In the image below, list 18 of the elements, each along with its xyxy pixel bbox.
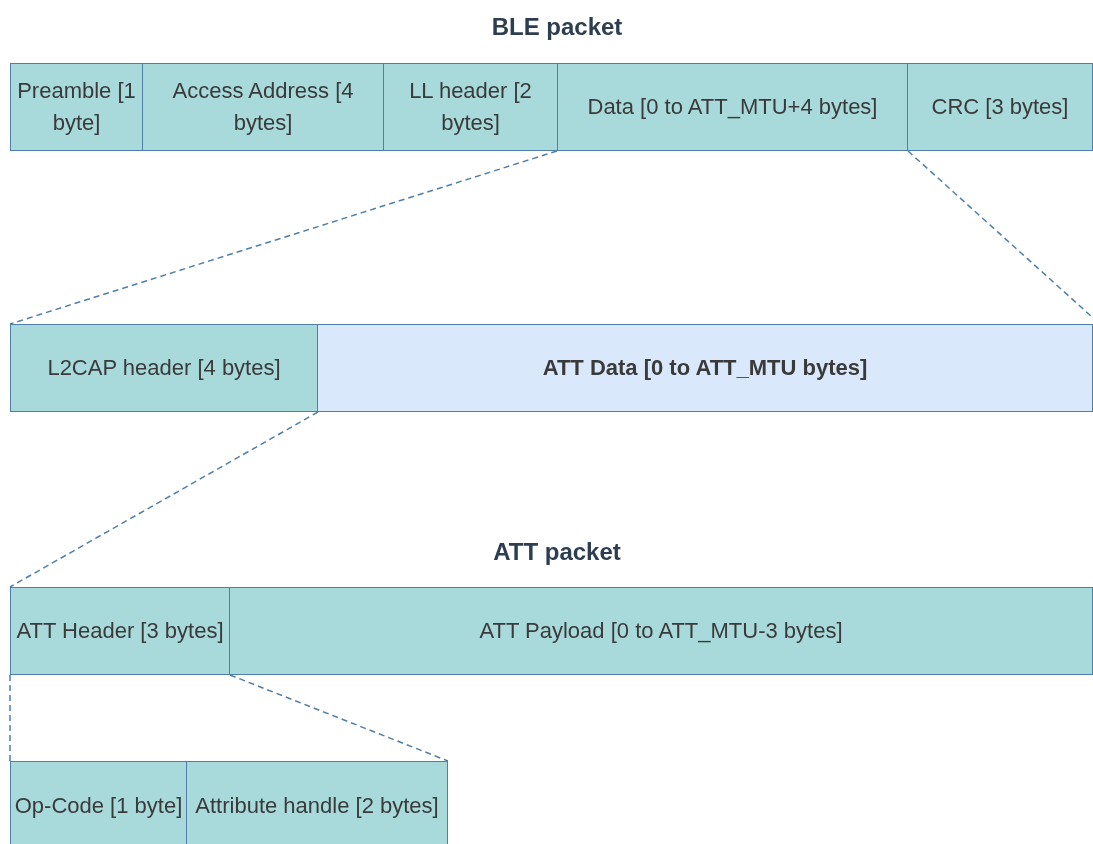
expansion-line bbox=[907, 150, 1093, 318]
expansion-line bbox=[9, 674, 11, 762]
packet-field: Op-Code [1 byte] bbox=[10, 761, 187, 844]
packet-field: Data [0 to ATT_MTU+4 bytes] bbox=[557, 63, 908, 151]
packet-field: Access Address [4 bytes] bbox=[142, 63, 384, 151]
expansion-line bbox=[9, 411, 319, 588]
packet-field: CRC [3 bytes] bbox=[907, 63, 1093, 151]
expansion-line bbox=[9, 150, 558, 325]
packet-field: L2CAP header [4 bytes] bbox=[10, 324, 318, 412]
packet-field: Preamble [1 byte] bbox=[10, 63, 143, 151]
packet-field: ATT Data [0 to ATT_MTU bytes] bbox=[317, 324, 1093, 412]
diagram-title: BLE packet bbox=[491, 13, 623, 41]
packet-field: ATT Payload [0 to ATT_MTU-3 bytes] bbox=[229, 587, 1093, 675]
expansion-line bbox=[229, 674, 449, 762]
packet-field: LL header [2 bytes] bbox=[383, 63, 558, 151]
packet-field: ATT Header [3 bytes] bbox=[10, 587, 230, 675]
section-heading: ATT packet bbox=[493, 538, 621, 566]
packet-field: Attribute handle [2 bytes] bbox=[186, 761, 448, 844]
